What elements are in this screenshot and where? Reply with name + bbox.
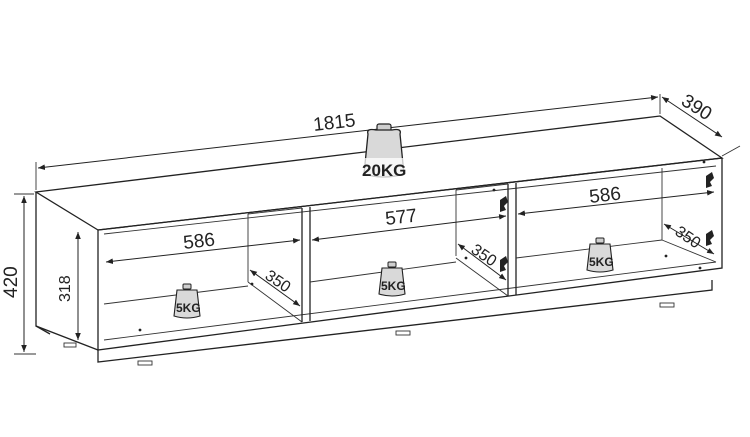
left-depth-label: 350 — [262, 267, 294, 296]
hinge-icon — [706, 230, 714, 246]
width-label: 1815 — [312, 110, 356, 136]
right-depth-label: 350 — [672, 223, 704, 252]
depth-label: 390 — [677, 90, 715, 125]
dimension-left-compartment-width: 586 — [105, 230, 301, 264]
right-shelf-load-label: 5KG — [589, 255, 614, 269]
middle-depth-label: 350 — [468, 241, 500, 270]
height-label: 420 — [1, 266, 22, 298]
top-load-label: 20KG — [362, 161, 406, 180]
dimension-right-compartment-width: 586 — [517, 184, 715, 217]
hinge-icon — [706, 172, 714, 188]
middle-width-label: 577 — [384, 206, 418, 230]
hinge-icon — [500, 256, 508, 272]
dimension-middle-compartment-width: 577 — [311, 206, 507, 242]
cabinet-left-side — [35, 192, 99, 351]
left-shelf-load-label: 5KG — [176, 301, 201, 315]
left-width-label: 586 — [182, 230, 216, 254]
hinge-icon — [500, 196, 508, 212]
cabinet-front-outline — [97, 158, 723, 351]
weight-icon-middle-shelf: 5KG — [378, 261, 406, 297]
dimension-left-compartment-depth: 350 — [249, 267, 301, 307]
dimension-middle-compartment-depth: 350 — [457, 241, 507, 281]
divider-left — [247, 207, 311, 322]
right-width-label: 586 — [588, 184, 622, 208]
divider-right — [455, 183, 517, 296]
dimension-width: 1815 — [35, 94, 661, 190]
weight-icon-top: 20KG — [362, 123, 406, 182]
dimension-height: 420 — [1, 193, 36, 355]
weight-icon-right-shelf: 5KG — [586, 237, 614, 273]
weight-icon-left-shelf: 5KG — [173, 283, 201, 319]
inner-height-label: 318 — [57, 275, 74, 302]
dimension-depth: 390 — [661, 90, 741, 157]
middle-shelf-load-label: 5KG — [381, 279, 406, 293]
cabinet-plinth — [97, 280, 713, 363]
dimension-inner-height: 318 — [57, 232, 81, 340]
